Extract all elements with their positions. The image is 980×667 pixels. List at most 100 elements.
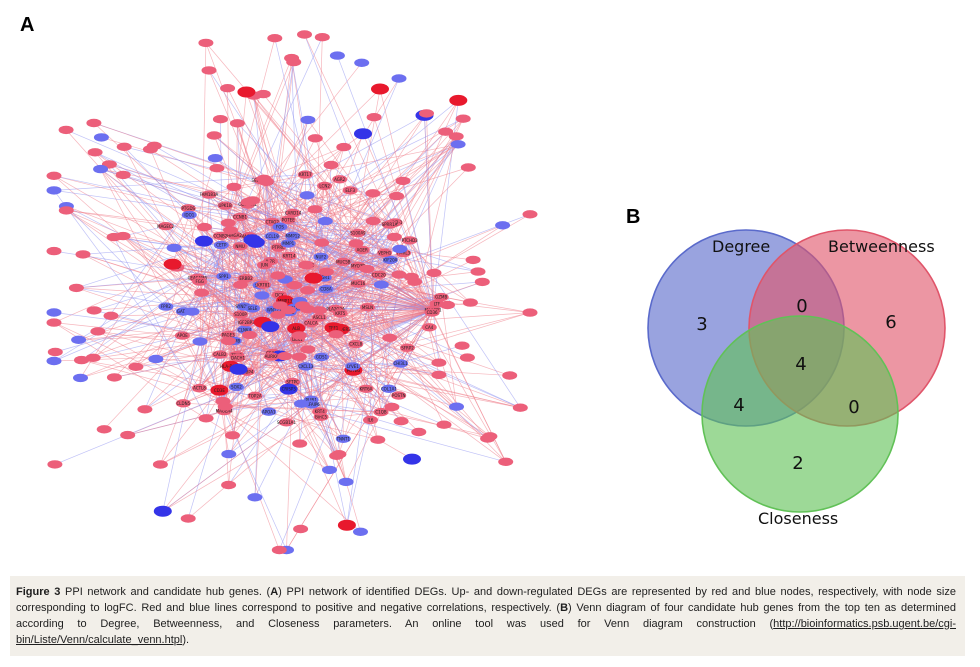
network-edge [165,281,483,307]
venn-count-betweenness-closeness: 0 [848,397,859,418]
up-regulated-node [128,362,144,371]
network-edge [160,369,354,465]
node-label: LCN2 [319,184,330,189]
down-regulated-node [353,527,368,536]
up-regulated-node [229,119,245,128]
up-regulated-node [328,330,344,339]
node-label: ERBB2 [239,276,253,281]
network-edge [97,331,231,367]
up-regulated-node [314,238,330,247]
network-edge [352,312,531,367]
up-regulated-node [247,391,263,400]
network-edge [135,309,434,368]
network-edge [254,388,367,397]
node-label: CXCL8 [349,342,362,347]
up-regulated-node [424,308,440,317]
node-label: PTGDS [182,206,196,211]
up-regulated-node [411,427,427,437]
network-edge [223,143,459,277]
network-edge [440,297,457,407]
down-regulated-node [285,231,301,241]
node-label: CCL19 [266,234,279,239]
up-regulated-node [47,347,63,357]
up-regulated-node [312,306,327,315]
panel-b-letter: B [626,206,641,228]
venn-count-degree-betweenness: 0 [796,296,807,317]
network-edge [402,180,434,311]
network-edge [254,309,434,397]
network-edge [223,411,229,486]
node-label: FMRL3 [397,251,411,256]
down-regulated-node [247,493,263,502]
node-label: POTEE [282,218,296,223]
network-edge [113,236,207,419]
network-edge [205,201,249,419]
node-label: TOP2A [247,393,262,398]
up-regulated-node [307,205,323,214]
down-regulated-node [158,302,174,311]
up-regulated-node [238,318,254,327]
down-regulated-node [391,74,407,83]
up-regulated-node [350,228,366,238]
venn-count-degree-only: 3 [696,314,707,335]
node-label: CALCA [304,321,318,326]
node-label: WNT2 [267,308,279,313]
caption-text-2: ) PPI network of identified DEGs. Up- an… [16,586,956,614]
network-edge [215,157,363,251]
venn-tool-link[interactable]: http://bioinformatics.psb.ugent.be/cgi-b… [16,618,956,646]
down-regulated-node [317,216,333,226]
up-regulated-node [230,353,246,363]
network-edge [208,194,226,407]
up-regulated-node [348,339,364,349]
node-label: CD3E [214,388,225,393]
network-edge [66,210,235,236]
up-regulated-node [68,283,84,293]
up-regulated-node [217,402,233,411]
network-edge [155,224,390,360]
up-regulated-node [382,333,398,342]
network-edge [65,129,412,278]
down-regulated-node [318,284,334,294]
up-regulated-node [426,268,442,278]
node-label: KRT17 [299,172,312,177]
node-label: CTAG2 [266,220,280,225]
network-edge [353,307,368,371]
node-label: MUC5B [336,259,351,264]
up-regulated-node [502,371,518,380]
network-edge [424,115,434,311]
up-regulated-node [103,311,119,320]
up-regulated-node [354,245,370,255]
node-label: DACH1 [231,356,245,361]
up-regulated-node [389,191,405,201]
up-regulated-node [271,545,287,555]
up-regulated-node [163,258,182,270]
network-edge [66,205,167,307]
node-label: CXCL13 [298,364,314,369]
down-regulated-node [345,362,361,371]
node-label: HLA-DQA1 [220,364,241,369]
up-regulated-node [293,524,309,534]
caption-ref-a: A [270,586,279,598]
network-edge [199,245,222,389]
up-regulated-node [212,115,228,124]
network-edge [208,70,273,223]
network-edge [150,149,359,284]
down-regulated-node [298,362,314,371]
up-regulated-node [391,270,407,279]
up-regulated-node [317,181,333,191]
up-regulated-node [285,208,301,218]
network-edge [201,292,330,471]
node-label: DCX [275,293,284,298]
network-edge [249,220,326,237]
figure-caption: Figure 3 PPI network and candidate hub g… [16,584,956,648]
network-edge [155,358,344,440]
up-regulated-node [295,301,310,310]
network-edge [205,42,273,223]
venn-label-betweenness: Betweenness [828,237,935,256]
network-edge [172,214,190,265]
network-edge [176,267,393,408]
up-regulated-node [86,306,102,315]
up-regulated-node [455,114,471,123]
up-regulated-node [384,402,400,412]
down-regulated-node [148,354,164,364]
